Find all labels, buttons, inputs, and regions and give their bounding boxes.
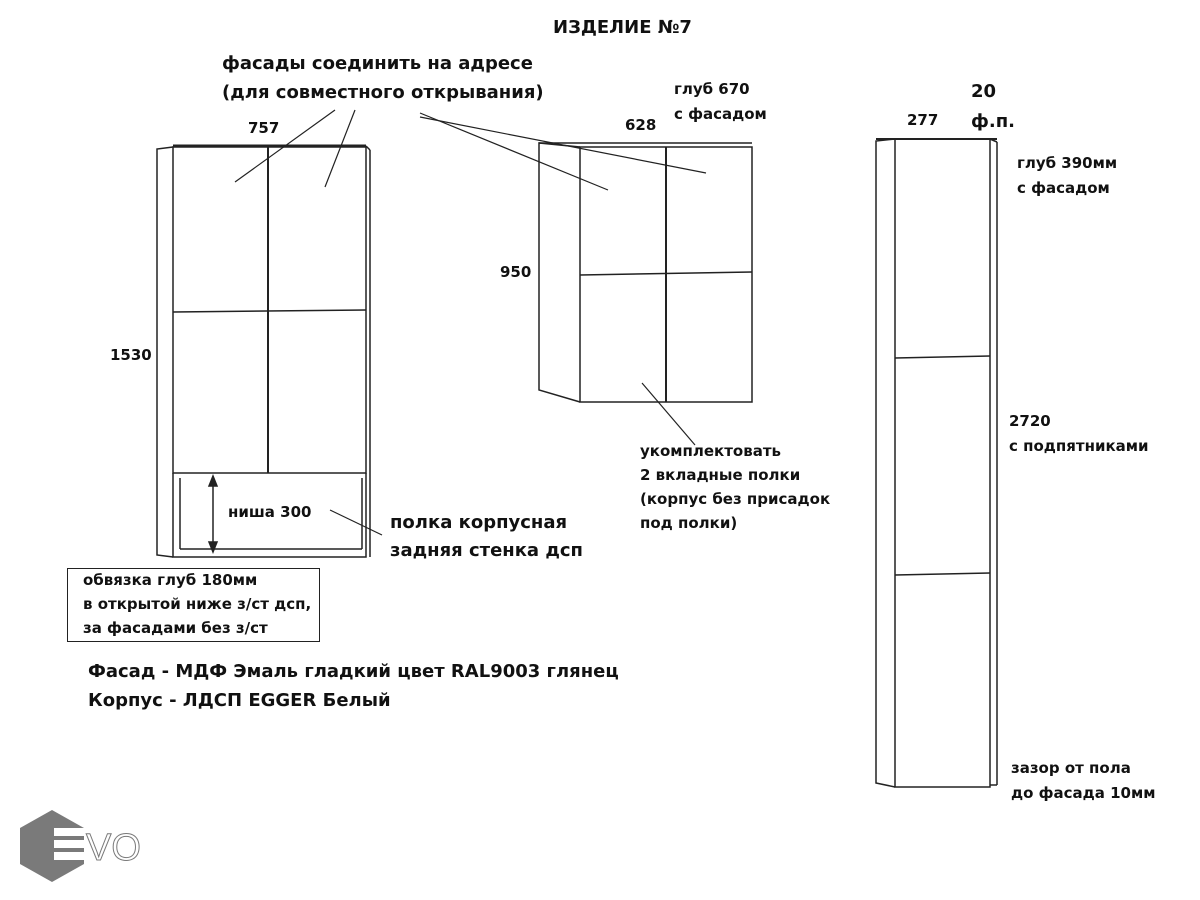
leader-lines	[234, 109, 707, 536]
left-cabinet	[156, 144, 371, 558]
depth-right-1: глуб 390мм	[1017, 154, 1118, 172]
middle-cabinet	[538, 142, 753, 403]
gap-note-1: зазор от пола	[1011, 759, 1131, 777]
width-left: 757	[248, 119, 280, 137]
height-mid: 950	[500, 263, 532, 281]
shelves-note-4: под полки)	[640, 514, 738, 532]
fp-value: 20	[971, 81, 997, 102]
height-right-2: с подпятниками	[1009, 437, 1149, 455]
svg-text:VO: VO	[86, 827, 141, 869]
width-mid: 628	[625, 116, 657, 134]
gap-note-2: до фасада 10мм	[1011, 784, 1156, 802]
depth-mid-2: с фасадом	[674, 105, 767, 123]
height-right-1: 2720	[1009, 412, 1051, 430]
facades-join-note-2: (для совместного открывания)	[222, 82, 544, 103]
shelves-note-1: укомплектовать	[640, 442, 782, 460]
right-column-cabinet	[875, 138, 998, 788]
facades-join-note-1: фасады соединить на адресе	[222, 53, 533, 74]
frame-note-box	[67, 568, 320, 642]
material-facade: Фасад - МДФ Эмаль гладкий цвет RAL9003 г…	[88, 661, 619, 682]
depth-right-2: с фасадом	[1017, 179, 1110, 197]
material-body: Корпус - ЛДСП EGGER Белый	[88, 690, 391, 711]
drawing-title: ИЗДЕЛИЕ №7	[553, 17, 692, 38]
height-left: 1530	[110, 346, 152, 364]
frame-note-3: за фасадами без з/ст	[83, 619, 268, 637]
evo-logo: VO	[20, 810, 141, 882]
shelf-note-2: задняя стенка дсп	[390, 540, 583, 561]
shelf-note-1: полка корпусная	[390, 512, 568, 533]
niche-label: ниша 300	[228, 503, 312, 521]
shelves-note-2: 2 вкладные полки	[640, 466, 801, 484]
shelves-note-3: (корпус без присадок	[640, 490, 831, 508]
depth-mid-1: глуб 670	[674, 80, 750, 98]
frame-note-2: в открытой ниже з/ст дсп,	[83, 595, 312, 613]
fp-label: ф.п.	[971, 111, 1015, 132]
width-right: 277	[907, 111, 939, 129]
frame-note-1: обвязка глуб 180мм	[83, 571, 258, 589]
